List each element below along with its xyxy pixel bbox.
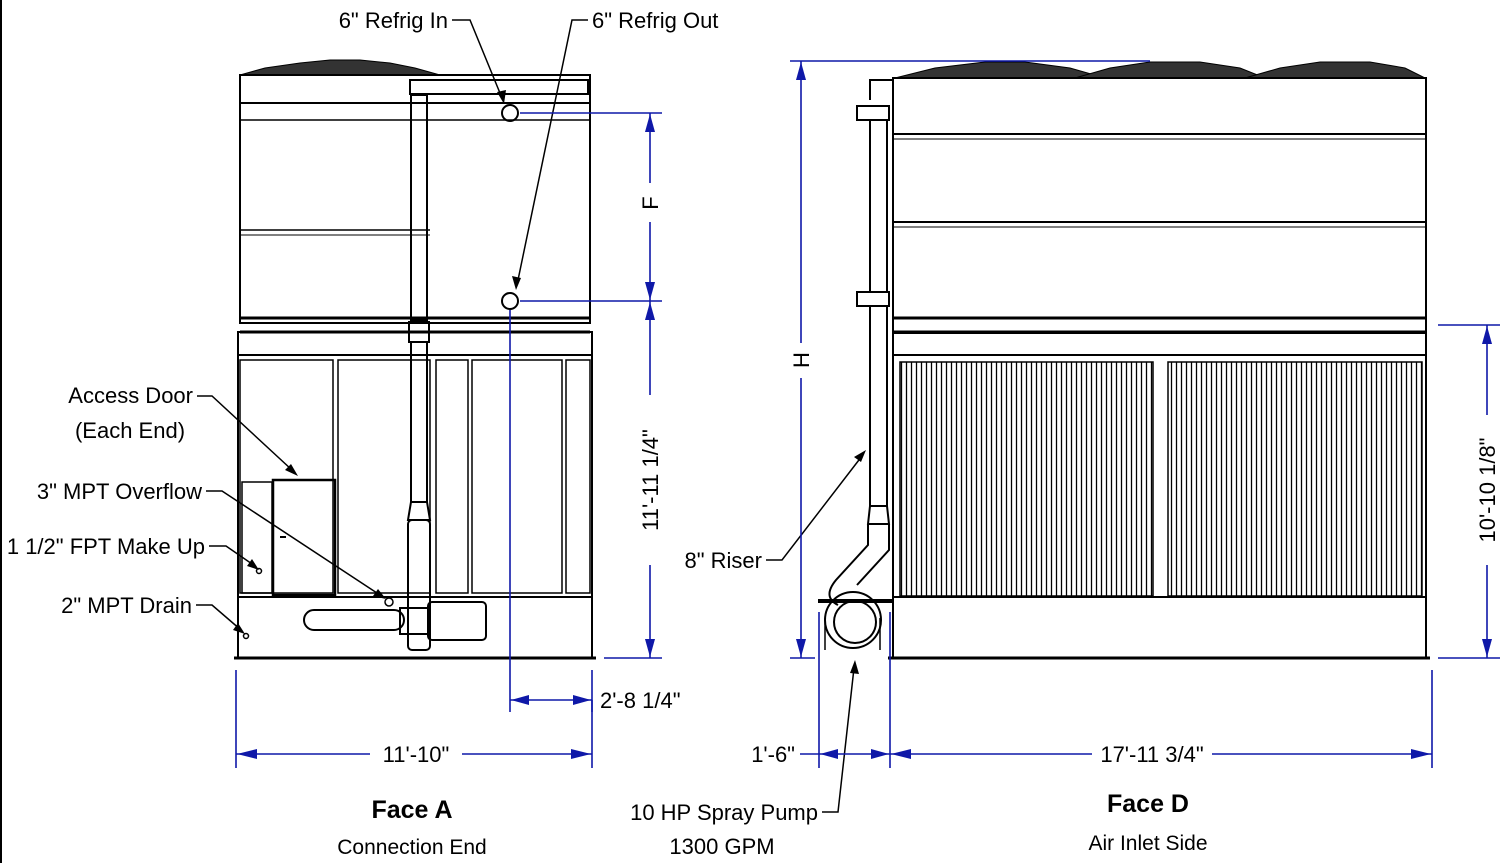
- refrig-out-label: 6" Refrig Out: [592, 8, 718, 33]
- face-a-title: Face A: [371, 796, 452, 824]
- upper-casing-a: [239, 102, 591, 324]
- lower-basin-a: [237, 331, 593, 659]
- face-a-elevation: [234, 59, 596, 660]
- face-d-elevation: [818, 61, 1430, 660]
- makeup-fitting: [255, 567, 263, 575]
- panel-a4: [471, 359, 563, 594]
- dim-f-text: F: [638, 196, 663, 209]
- face-d-dimensions: H 10'-10 1/8" 1'-6" 17'-11 3/4": [751, 60, 1500, 768]
- make-up-label: 1 1/2" FPT Make Up: [7, 534, 205, 559]
- face-d-subtitle: Air Inlet Side: [1088, 832, 1207, 855]
- air-inlet-louver-right: [1167, 361, 1423, 597]
- face-a-dimensions: F 11'-11 1/4" 2'-8 1/4" 11'-10": [235, 112, 681, 768]
- fan-hood-d2: [1074, 61, 1266, 79]
- access-door-sublabel: (Each End): [75, 418, 185, 443]
- dim-pump-offset-text: 1'-6": [751, 742, 795, 767]
- panel-a1: [239, 359, 334, 594]
- panel-a2: [337, 359, 431, 594]
- face-d-callouts: 8" Riser 10 HP Spray Pump 1300 GPM: [630, 450, 866, 859]
- upper-casing-d: [892, 77, 1427, 334]
- dim-length-d-text: 17'-11 3/4": [1100, 742, 1203, 767]
- face-a-subtitle: Connection End: [337, 836, 486, 859]
- pump-motor-a: [427, 601, 487, 641]
- panel-a5: [565, 359, 591, 594]
- refrig-out-connection: [501, 292, 519, 310]
- access-door: [271, 478, 337, 597]
- dim-connection-height-text: 11'-11 1/4": [638, 429, 663, 531]
- pump-label-line1: 10 HP Spray Pump: [630, 800, 818, 825]
- overflow-label: 3" MPT Overflow: [37, 479, 202, 504]
- refrig-in-connection: [501, 104, 519, 122]
- face-a-callouts: 6" Refrig In 6" Refrig Out Access Door (…: [7, 8, 718, 634]
- dim-connection-offset-text: 2'-8 1/4": [600, 688, 681, 713]
- air-inlet-louver-left: [899, 361, 1154, 597]
- dim-width-a-text: 11'-10": [383, 742, 450, 767]
- dim-h-text: H: [789, 352, 814, 368]
- drain-label: 2" MPT Drain: [61, 593, 192, 618]
- riser-label: 8" Riser: [685, 548, 763, 573]
- fan-hood-d1: [894, 61, 1106, 79]
- overflow-fitting: [384, 597, 394, 607]
- access-door-label: Access Door: [68, 383, 193, 408]
- panel-a3: [435, 359, 469, 594]
- fan-hood-d3: [1244, 61, 1426, 79]
- refrig-in-label: 6" Refrig In: [339, 8, 448, 33]
- fan-hood-a: [239, 59, 441, 76]
- riser-pipe-a: [410, 94, 428, 321]
- drain-fitting: [242, 632, 250, 640]
- pump-label-line2: 1300 GPM: [669, 834, 774, 859]
- riser-pipe-d: [869, 79, 893, 100]
- face-d-title: Face D: [1107, 790, 1189, 818]
- dim-inlet-height-text: 10'-10 1/8": [1475, 438, 1500, 543]
